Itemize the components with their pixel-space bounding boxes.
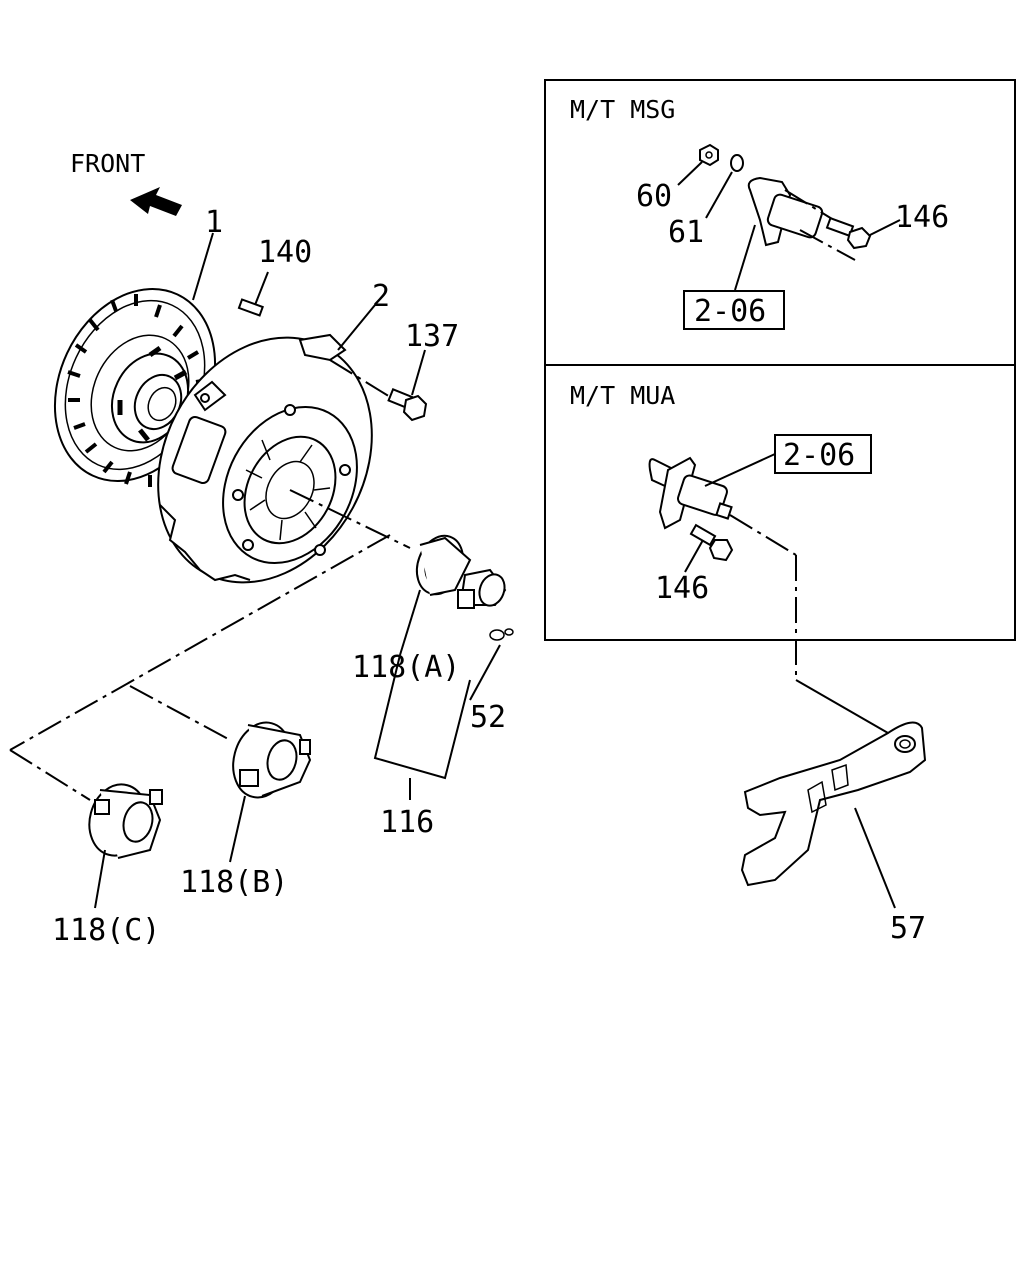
alternative-guide-lines (9, 534, 391, 801)
release-fork (740, 721, 927, 887)
mua-label-146: 146 (655, 571, 709, 606)
fork-leader-line (854, 807, 896, 909)
label-pin: 140 (258, 235, 312, 270)
release-bearing-a (415, 534, 472, 596)
inset-frame (544, 79, 1016, 641)
msg-ref-label[interactable]: 2-06 (694, 294, 766, 329)
label-cover: 2 (372, 279, 390, 314)
msg-ref-box (683, 290, 785, 330)
label-clip: 52 (470, 700, 506, 735)
release-bearing-sleeve (457, 568, 507, 609)
label-bearing-b: 118(B) (180, 865, 288, 900)
cover-bolt (329, 359, 428, 422)
mua-leader-lines (684, 453, 776, 573)
leader-lines (94, 232, 501, 909)
msg-slave-cylinder (699, 143, 872, 261)
center-axis-line (289, 489, 411, 549)
inset-mua-title: M/T MUA (570, 381, 675, 410)
dowel-pin (237, 298, 264, 317)
msg-label-146: 146 (895, 200, 949, 235)
msg-label-61: 61 (668, 215, 704, 250)
label-bearing-a: 118(A) (352, 650, 460, 685)
clutch-cover (157, 333, 373, 584)
label-bearing-c: 118(C) (52, 913, 160, 948)
label-disc: 1 (205, 205, 223, 240)
label-fork: 57 (890, 911, 926, 946)
retaining-clip (489, 628, 514, 641)
msg-leader-lines (677, 161, 901, 291)
front-label: FRONT (70, 149, 145, 178)
release-bearing-b (232, 721, 312, 799)
mua-slave-cylinder (648, 456, 734, 562)
pushrod-line (729, 514, 889, 734)
release-bearing-c (88, 783, 163, 859)
msg-label-60: 60 (636, 179, 672, 214)
front-arrow-icon (130, 187, 182, 216)
label-bolt: 137 (405, 319, 459, 354)
inset-msg-title: M/T MSG (570, 95, 675, 124)
label-set: 116 (380, 805, 434, 840)
mua-ref-label[interactable]: 2-06 (783, 438, 855, 473)
